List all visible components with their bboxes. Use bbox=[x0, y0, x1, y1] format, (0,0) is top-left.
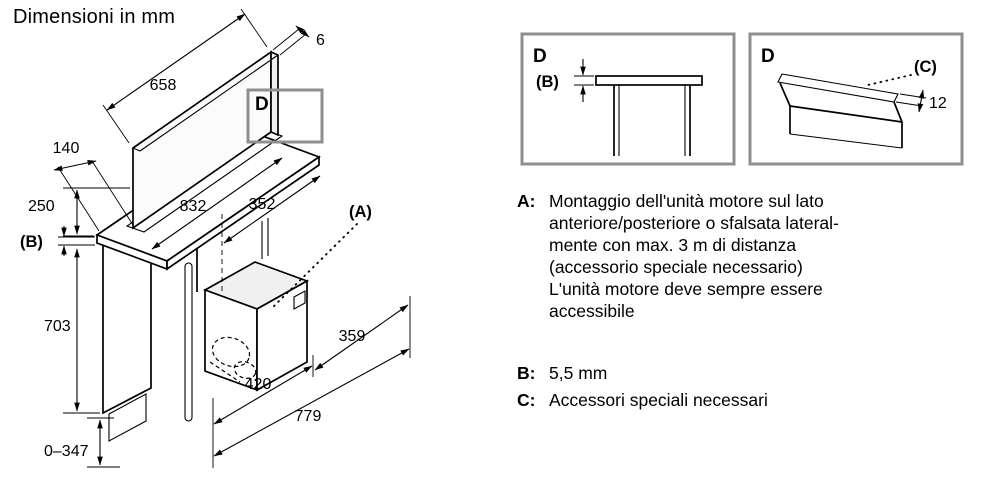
reference-c: (C) bbox=[867, 58, 937, 86]
dimension-352: 352 bbox=[223, 175, 321, 244]
dimension-6: 6 bbox=[272, 25, 325, 56]
detail-b-marker-label: D bbox=[533, 46, 547, 67]
motor-connector-tab bbox=[293, 290, 306, 310]
detail-trim-strip: D (C) 12 bbox=[748, 32, 964, 166]
dim-658-label: 658 bbox=[150, 77, 177, 94]
dimension-140: 140 bbox=[53, 140, 134, 232]
reference-a: (A) bbox=[271, 203, 372, 309]
legend-text-c: Accessori speciali necessari bbox=[549, 390, 768, 410]
dim-703-label: 703 bbox=[44, 318, 71, 335]
detail-b-ref-label: (B) bbox=[536, 73, 559, 91]
legend-key-c: C: bbox=[517, 390, 536, 410]
legend-a-line: Montaggio dell'unità motore sul lato bbox=[549, 191, 824, 211]
dim-779-label: 779 bbox=[295, 408, 322, 425]
legend-item-b: B: 5,5 mm bbox=[517, 362, 983, 384]
dimension-703: 703 bbox=[44, 248, 100, 414]
detail-top-section: D (B) bbox=[520, 32, 736, 166]
ref-a-label: (A) bbox=[349, 203, 372, 221]
panel-cross-section bbox=[595, 75, 703, 156]
legend-item-c: C: Accessori speciali necessari bbox=[517, 389, 983, 411]
dim-12-label: 12 bbox=[929, 95, 947, 112]
legend-text-a: Montaggio dell'unità motore sul lato ant… bbox=[549, 190, 983, 322]
dim-140-label: 140 bbox=[53, 140, 80, 157]
dim-352-label: 352 bbox=[249, 196, 276, 213]
detail-c-marker-label: D bbox=[761, 46, 775, 67]
dimension-359: 359 bbox=[312, 296, 411, 377]
ref-b-label: (B) bbox=[20, 233, 43, 251]
dim-359-label: 359 bbox=[339, 328, 366, 345]
dim-6-label: 6 bbox=[316, 32, 325, 49]
reference-b: (B) bbox=[20, 226, 95, 256]
legend-text-b: 5,5 mm bbox=[549, 363, 608, 383]
dimension-12: 12 bbox=[895, 89, 947, 113]
dim-0-347-label: 0–347 bbox=[44, 443, 89, 460]
dimension-250: 250 bbox=[28, 187, 130, 237]
detail-d-highlight: D bbox=[246, 88, 324, 144]
dimension-0-347: 0–347 bbox=[44, 417, 120, 468]
mounting-rail bbox=[184, 262, 193, 422]
detail-b-dimension: (B) bbox=[536, 59, 594, 102]
legend: A: Montaggio dell'unità motore sul lato … bbox=[517, 190, 983, 411]
dimension-658: 658 bbox=[102, 8, 268, 144]
legend-a-line: mente con max. 3 m di distanza bbox=[549, 235, 797, 255]
legend-key-b: B: bbox=[517, 363, 536, 383]
motor-unit bbox=[202, 218, 310, 392]
legend-a-line: L'unità motore deve sempre essere bbox=[549, 279, 823, 299]
trim-strip bbox=[777, 73, 899, 103]
detail-c-ref-label: (C) bbox=[914, 58, 937, 76]
dimension-779: 779 bbox=[213, 348, 410, 457]
worktop-corner bbox=[779, 82, 903, 149]
detail-d-marker-label: D bbox=[255, 94, 269, 115]
legend-a-line: accessibile bbox=[549, 301, 635, 321]
dim-250-label: 250 bbox=[28, 198, 55, 215]
legend-a-line: (accessorio speciale necessario) bbox=[549, 257, 803, 277]
dim-832-label: 832 bbox=[180, 198, 207, 215]
duct-telescopic-section bbox=[108, 393, 147, 442]
dim-420-label: 420 bbox=[245, 376, 272, 393]
legend-key-a: A: bbox=[517, 191, 536, 211]
dimension-832: 832 bbox=[151, 157, 283, 292]
legend-a-line: anteriore/posteriore o sfalsata lateral- bbox=[549, 213, 839, 233]
main-drawing: D 658 6 140 250 bbox=[20, 8, 411, 468]
legend-item-a: A: Montaggio dell'unità motore sul lato … bbox=[517, 190, 983, 322]
